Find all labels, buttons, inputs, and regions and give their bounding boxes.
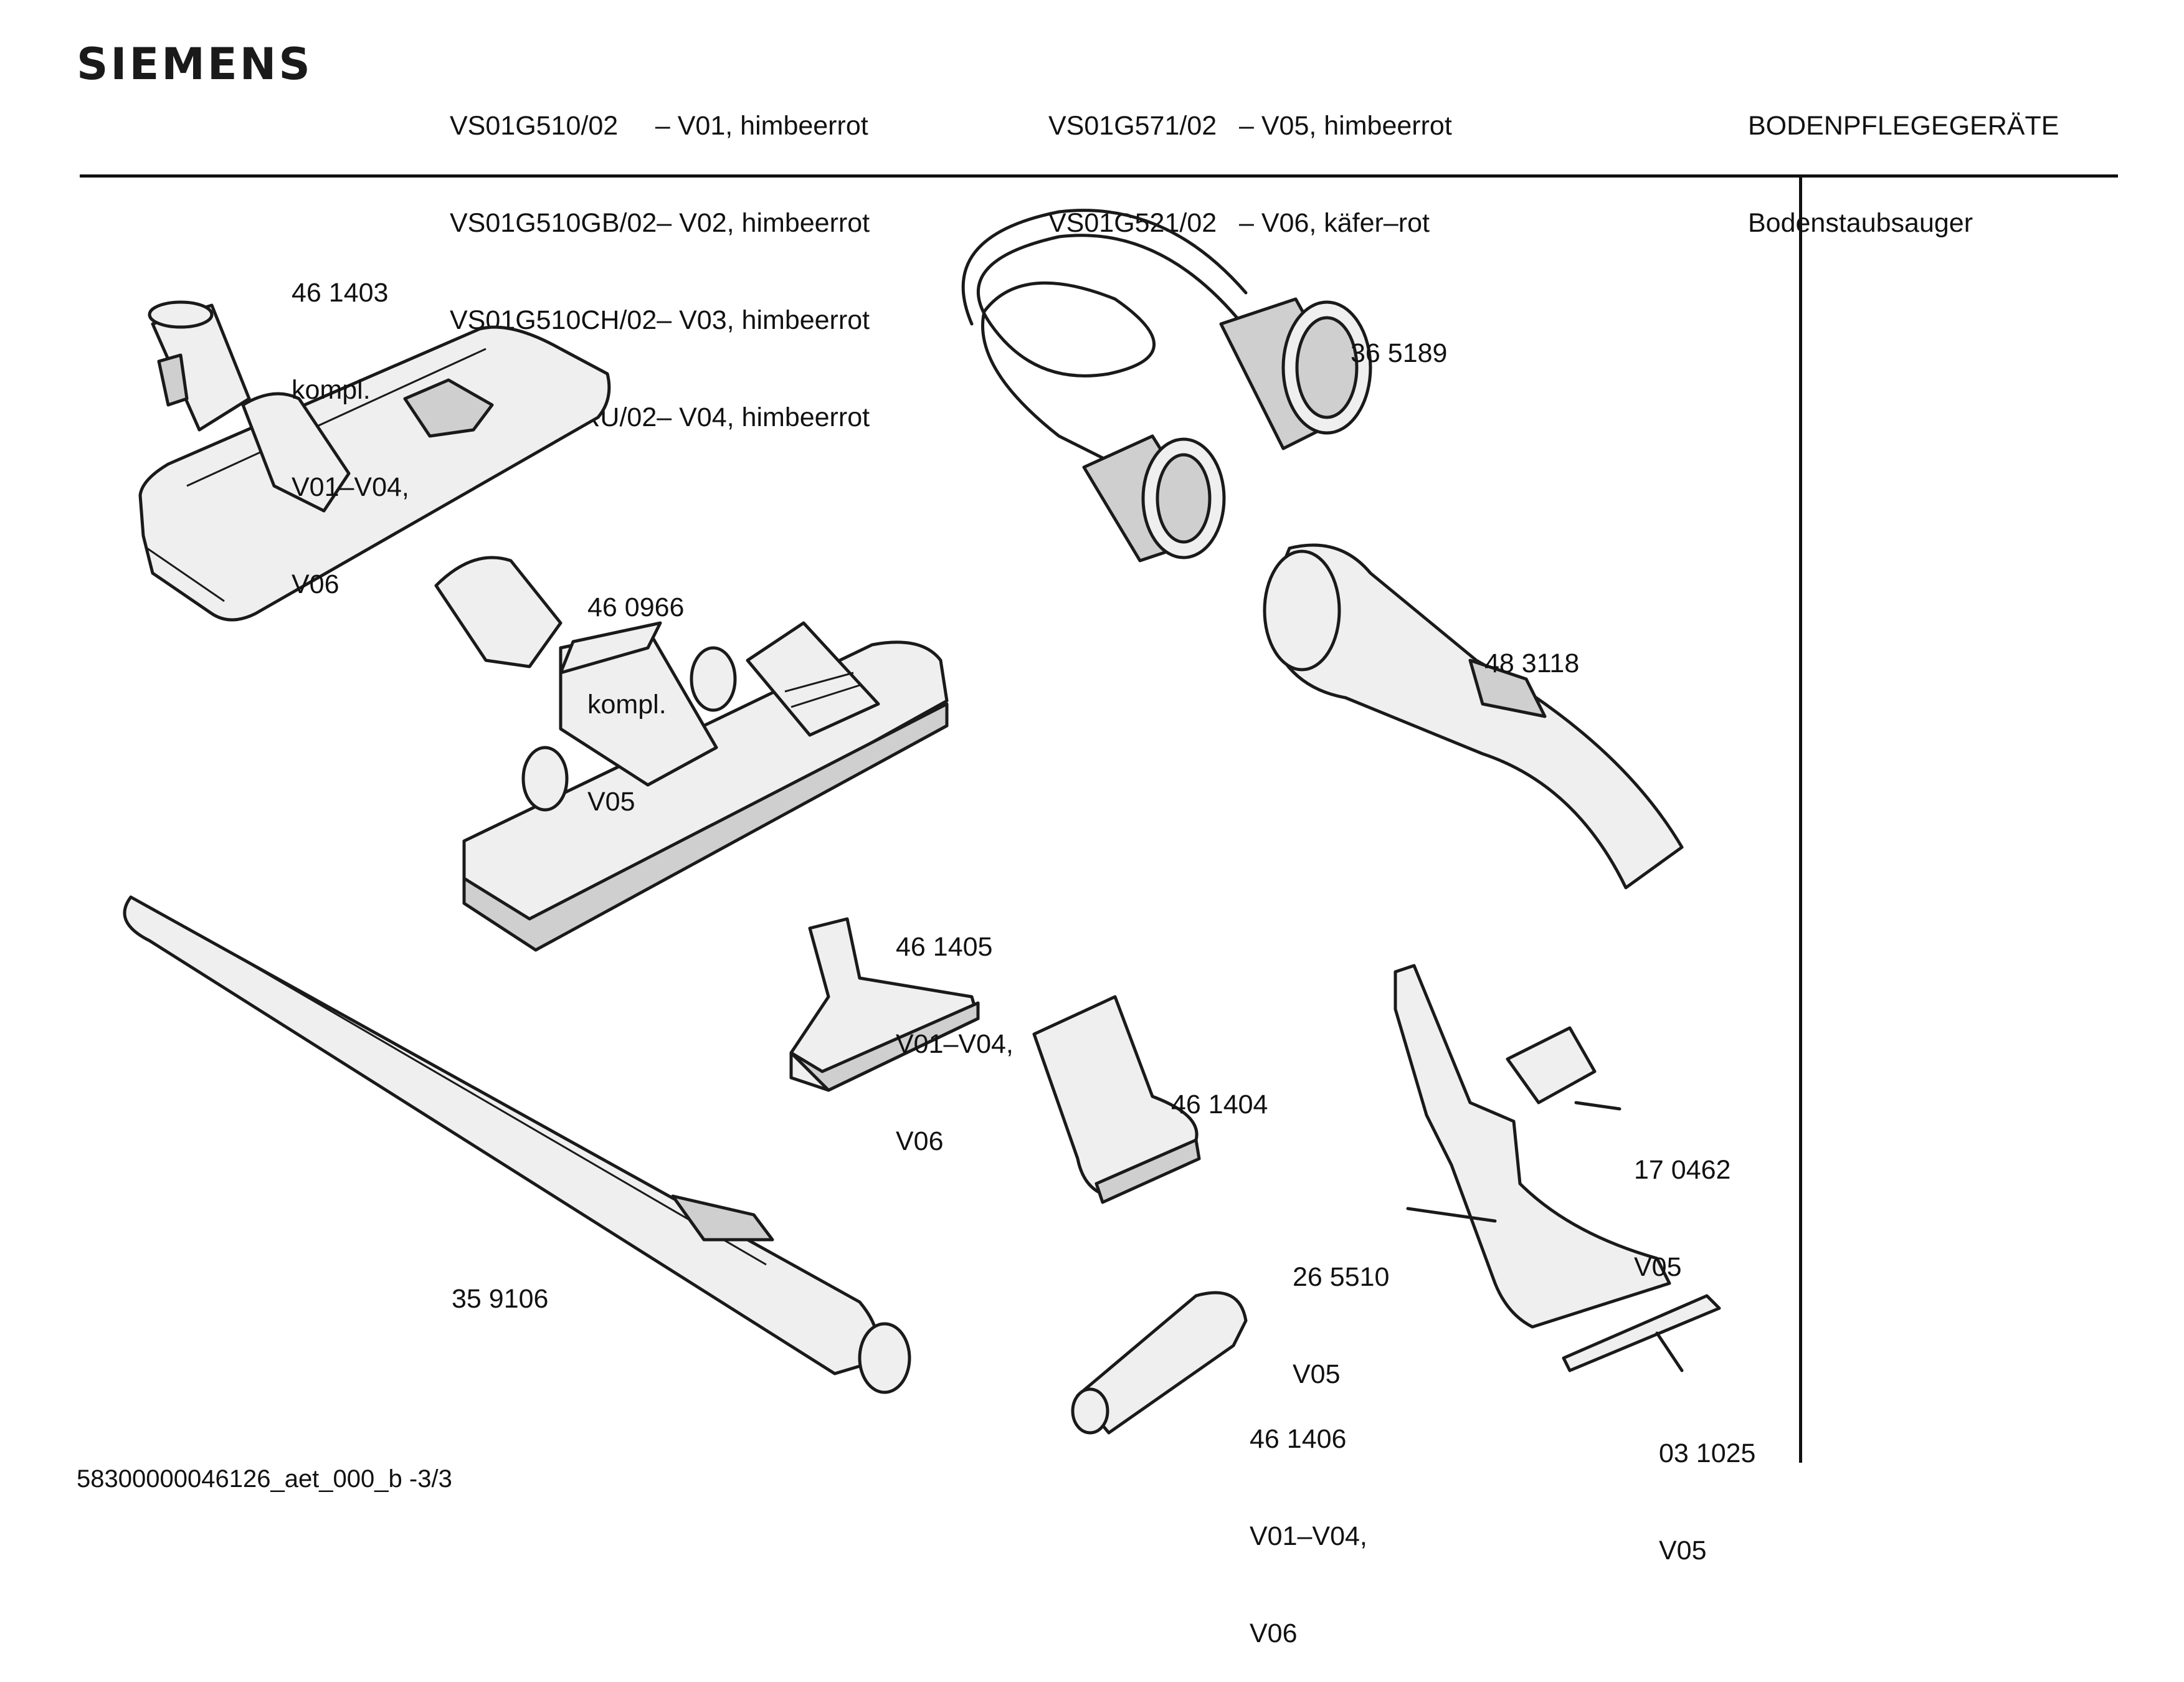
part-variant: V06 [292,569,339,599]
model-list-col1: VS01G510/02 – V01, himbeerrot VS01G510GB… [450,45,870,466]
label-clip: 17 0462 V05 [1634,1089,1731,1316]
hose-drawing [961,209,1372,563]
model-line: VS01G510GB/02– V02, himbeerrot [450,208,870,238]
category-block: BODENPFLEGEGERÄTE Bodenstaubsauger [1748,45,2059,272]
part-variant: V05 [1634,1252,1682,1282]
brush-nozzle-drawing [1032,995,1201,1204]
label-brush-nozzle: 46 1404 [1171,1024,1268,1153]
model-line: VS01G510CH/02– V03, himbeerrot [450,305,870,335]
margin-rule [1799,176,1802,1463]
telescopic-tube-drawing [123,895,911,1394]
label-floor-nozzle-b: 46 0966 kompl. V05 [587,526,684,850]
handle-drawing [1263,543,1684,890]
brush-strip-drawing [1562,1294,1721,1372]
model-list-col2: VS01G571/02 – V05, himbeerrot VS01G521/0… [1048,45,1452,272]
part-number: 46 1404 [1171,1090,1268,1119]
part-number: 48 3118 [1484,649,1580,678]
part-number: 26 5510 [1293,1262,1390,1292]
part-variant: V01–V04, [1250,1521,1367,1551]
part-variant: V06 [1250,1618,1298,1648]
crevice-nozzle-drawing [1071,1291,1248,1435]
part-number: 46 1403 [292,278,389,308]
category-subtitle: Bodenstaubsauger [1748,208,1973,238]
document-id: 58300000046126_aet_000_b -3/3 [77,1465,452,1493]
part-variant: V01–V04, [896,1029,1014,1059]
part-number: 46 1405 [896,932,993,962]
model-line: VS01G571/02 – V05, himbeerrot [1048,111,1452,141]
part-number: 35 9106 [452,1284,549,1314]
upholstery-nozzle-drawing [789,917,980,1092]
part-variant: V05 [587,787,635,817]
part-number: 17 0462 [1634,1155,1731,1185]
label-crevice-tool: 26 5510 V05 [1293,1196,1389,1423]
floor-nozzle-a-drawing [138,300,611,622]
part-note: kompl. [292,375,371,405]
model-line: VS01G521/02 – V06, käfer–rot [1048,208,1430,238]
header-rule [80,174,2118,178]
label-handle: 48 3118 [1484,582,1579,712]
label-telescopic-tube: 35 9106 [452,1218,548,1347]
part-number: 46 0966 [587,592,685,622]
clip-drawing [1506,1026,1621,1111]
crevice-tool-drawing [1393,964,1671,1329]
model-line: VS01G510/02 – V01, himbeerrot [450,111,868,141]
label-brush-strip: 03 1025 V05 [1659,1372,1755,1599]
part-note: kompl. [587,690,667,720]
part-number: 36 5189 [1351,338,1448,368]
floor-nozzle-b-drawing [434,556,949,952]
part-number: 03 1025 [1659,1438,1756,1468]
category-title: BODENPFLEGEGERÄTE [1748,111,2059,141]
siemens-logo: SIEMENS [77,39,313,90]
label-hose: 36 5189 [1351,272,1447,402]
part-variant: V06 [896,1126,944,1156]
part-variant: V05 [1293,1359,1341,1389]
exploded-parts-drawing [123,209,1721,1435]
part-variant: V05 [1659,1536,1707,1566]
label-crevice-nozzle: 46 1406 V01–V04, V06 [1250,1358,1367,1682]
part-number: 46 1406 [1250,1424,1347,1454]
label-upholstery-nozzle: 46 1405 V01–V04, V06 [896,866,1014,1190]
label-floor-nozzle-a: 46 1403 kompl. V01–V04, V06 [292,212,409,633]
part-variant: V01–V04, [292,472,409,502]
